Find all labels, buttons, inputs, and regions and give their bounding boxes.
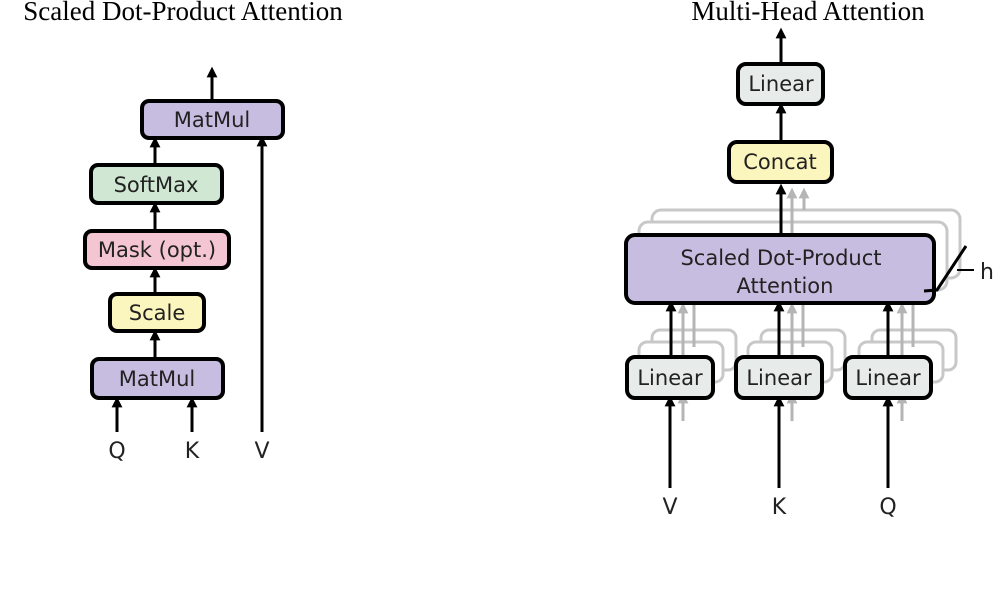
q-input-label: Q	[108, 439, 125, 464]
matmul-top-node: MatMul	[140, 99, 285, 140]
mask-label: Mask (opt.)	[98, 238, 216, 262]
mask-node: Mask (opt.)	[83, 229, 231, 270]
sdpa-label-line2: Attention	[737, 274, 834, 298]
softmax-node: SoftMax	[89, 163, 224, 205]
scale-node: Scale	[108, 292, 206, 333]
left-panel-title: Scaled Dot-Product Attention	[23, 0, 343, 26]
concat-node: Concat	[727, 140, 834, 184]
linear-v-label: Linear	[637, 366, 703, 390]
linear-q-label: Linear	[855, 366, 921, 390]
v-input-label: V	[254, 439, 269, 464]
matmul-bottom-node: MatMul	[90, 357, 225, 400]
k-input-label-right: K	[772, 495, 787, 520]
v-input-label-right: V	[662, 495, 677, 520]
scaled-dot-product-attention-node: Scaled Dot-Product Attention	[624, 233, 936, 305]
linear-k-label: Linear	[746, 366, 812, 390]
linear-q-node: Linear	[843, 355, 933, 400]
sdpa-label-line1: Scaled Dot-Product	[680, 246, 881, 270]
heads-label: h	[980, 260, 994, 285]
linear-k-node: Linear	[734, 355, 824, 400]
scale-label: Scale	[129, 301, 186, 325]
linear-v-node: Linear	[625, 355, 715, 400]
heads-bracket	[923, 245, 968, 293]
scaled-dot-product-attention-panel: Scaled Dot-Product Attention MatMul Soft…	[23, 0, 343, 464]
linear-top-node: Linear	[736, 62, 825, 106]
k-input-label: K	[185, 439, 200, 464]
multi-head-attention-panel: Multi-Head Attention	[624, 0, 994, 520]
softmax-label: SoftMax	[114, 173, 199, 197]
matmul-top-label: MatMul	[174, 108, 250, 132]
right-panel-title: Multi-Head Attention	[691, 0, 925, 26]
linear-top-label: Linear	[748, 72, 814, 96]
concat-label: Concat	[743, 150, 816, 174]
matmul-bottom-label: MatMul	[119, 367, 195, 391]
q-input-label-right: Q	[879, 495, 896, 520]
